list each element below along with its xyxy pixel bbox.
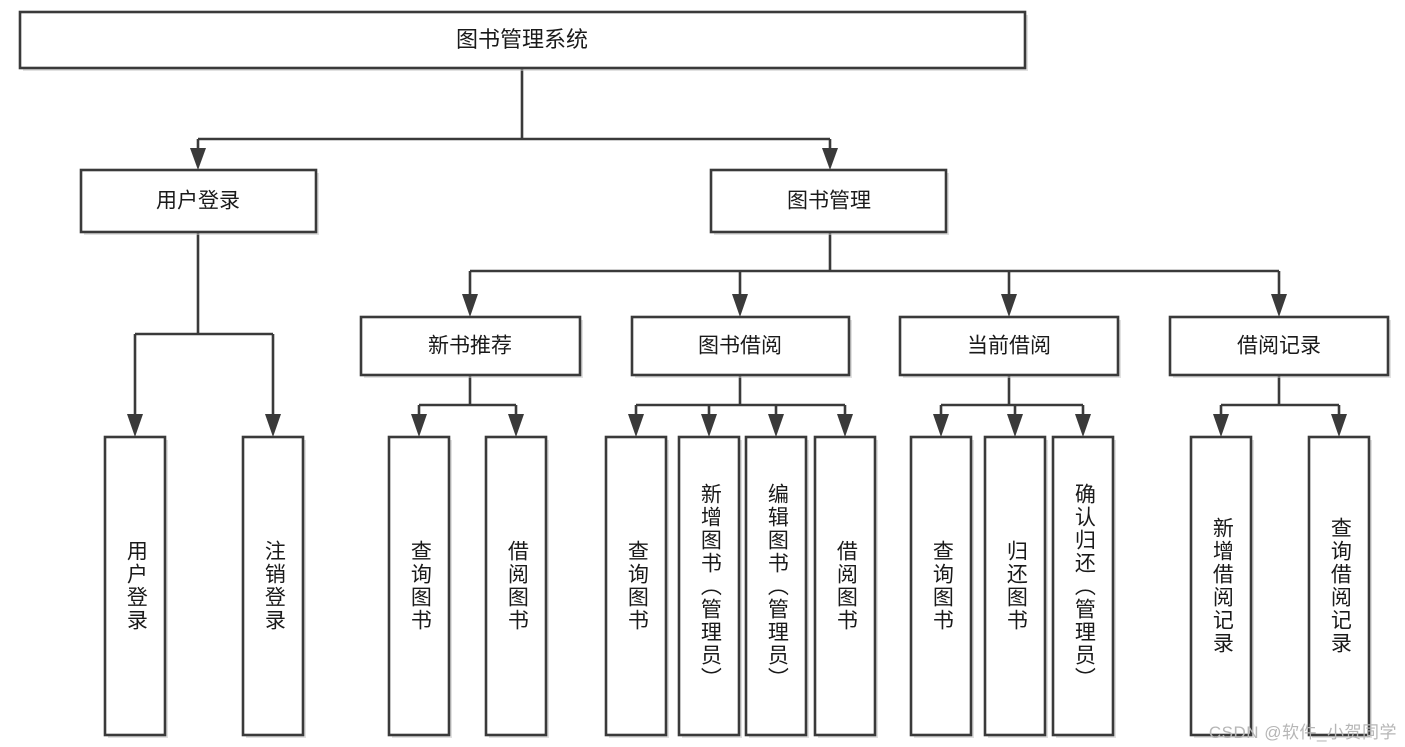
node-leaf-return-book[interactable] — [983, 435, 1048, 738]
node-leaf-user-login[interactable] — [103, 435, 168, 738]
node-current-borrow[interactable]: 当前借阅 — [898, 315, 1121, 378]
node-user-login-label: 用户登录 — [156, 190, 240, 213]
arrow-head-leaf-query-book-1 — [411, 414, 427, 437]
arrow-head-leaf-query-record — [1331, 414, 1347, 437]
arrow-head-leaf-query-book-3 — [933, 414, 949, 437]
node-user-login[interactable]: 用户登录 — [79, 168, 319, 235]
node-book-manage[interactable]: 图书管理 — [709, 168, 949, 235]
arrow-head-book-borrow — [732, 294, 748, 317]
arrow-head-leaf-confirm-return — [1075, 414, 1091, 437]
arrow-head-leaf-add-record — [1213, 414, 1229, 437]
arrow-head-leaf-user-login — [127, 414, 143, 437]
arrow-head-leaf-logout — [265, 414, 281, 437]
arrow-head-new-book-rec — [462, 294, 478, 317]
node-leaf-confirm-return[interactable] — [1051, 435, 1116, 738]
node-borrow-record[interactable]: 借阅记录 — [1168, 315, 1391, 378]
node-leaf-query-book-2[interactable] — [604, 435, 669, 738]
node-leaf-add-book[interactable] — [677, 435, 742, 738]
arrow-head-leaf-borrow-book-1 — [508, 414, 524, 437]
arrow-head-leaf-borrow-book-2 — [837, 414, 853, 437]
node-root[interactable]: 图书管理系统 — [18, 10, 1028, 71]
node-new-book-rec-label: 新书推荐 — [428, 335, 512, 358]
node-leaf-borrow-book-1[interactable] — [484, 435, 549, 738]
node-book-manage-label: 图书管理 — [787, 190, 871, 213]
node-leaf-query-book-1[interactable] — [387, 435, 452, 738]
arrow-head-leaf-edit-book — [768, 414, 784, 437]
connector-layer — [127, 68, 1347, 437]
node-book-borrow-label: 图书借阅 — [698, 335, 782, 358]
node-current-borrow-label: 当前借阅 — [967, 335, 1051, 358]
node-new-book-rec[interactable]: 新书推荐 — [359, 315, 583, 378]
arrow-head-user-login — [190, 148, 206, 170]
arrow-head-borrow-record — [1271, 294, 1287, 317]
arrow-head-leaf-return-book — [1007, 414, 1023, 437]
node-leaf-logout[interactable] — [241, 435, 306, 738]
node-borrow-record-label: 借阅记录 — [1237, 335, 1321, 358]
node-leaf-borrow-book-2[interactable] — [813, 435, 878, 738]
node-book-borrow[interactable]: 图书借阅 — [630, 315, 852, 378]
node-leaf-query-record[interactable] — [1307, 435, 1372, 738]
node-leaf-query-book-3[interactable] — [909, 435, 974, 738]
node-leaf-edit-book[interactable] — [744, 435, 809, 738]
arrow-head-leaf-query-book-2 — [628, 414, 644, 437]
arrow-head-leaf-add-book — [701, 414, 717, 437]
node-layer: 图书管理系统 用户登录 图书管理 新书推荐 — [18, 10, 1391, 738]
arrow-head-current-borrow — [1001, 294, 1017, 317]
node-leaf-add-record[interactable] — [1189, 435, 1254, 738]
node-root-label: 图书管理系统 — [456, 27, 588, 52]
csdn-watermark: CSDN @软件_小贺同学 — [1208, 723, 1397, 742]
arrow-head-book-manage — [822, 148, 838, 170]
